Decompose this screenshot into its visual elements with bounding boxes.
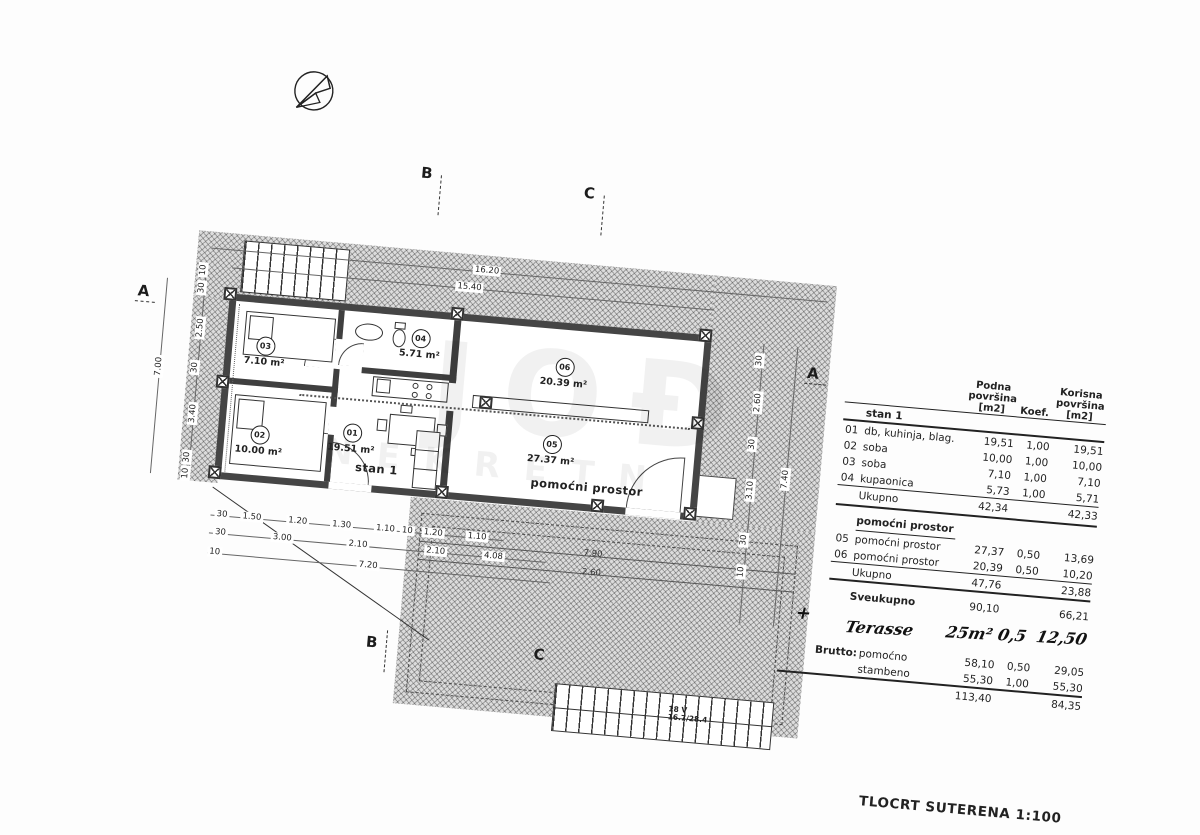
dim-label: 1.10: [465, 530, 489, 543]
row-no: 01: [844, 423, 859, 437]
dim-label: 2.60: [751, 390, 764, 415]
dim-label: 7.40: [779, 467, 792, 492]
column-marker: [698, 328, 713, 343]
kitchen-sink-icon: [375, 378, 391, 394]
handwritten-plus: +: [793, 602, 814, 625]
column-marker: [590, 498, 605, 513]
north-arrow-icon: [288, 63, 339, 121]
dim-label: 1.10: [373, 522, 398, 535]
col-header-podna: Podna površina [m2]: [967, 379, 1018, 416]
dim-label: 30: [189, 359, 201, 376]
room-number: 02: [249, 424, 270, 446]
column-marker: [207, 465, 222, 480]
dim-label: 1.50: [240, 511, 264, 524]
row-no: 06: [833, 548, 848, 562]
section-line-b-top: [437, 175, 442, 216]
dim-label: 30: [214, 508, 230, 521]
exterior-landing: [693, 474, 737, 521]
row-no: 02: [843, 439, 858, 453]
dim-label: 1.20: [285, 515, 310, 528]
dim-label: 7.20: [356, 559, 381, 572]
room-label-03: 03 7.10 m²: [229, 331, 302, 371]
dim-label: 7.00: [152, 354, 165, 379]
column-marker: [450, 306, 465, 321]
dim-terrace-1: 7.90: [583, 548, 603, 560]
room-number: 06: [554, 357, 576, 378]
shelf-icon: [411, 430, 441, 491]
dim-label: 2.10: [423, 545, 448, 558]
handwritten-values: 25m² 0,5: [943, 622, 1029, 646]
section-marker-c-top: C: [583, 183, 596, 203]
dim-label: 2.50: [194, 316, 207, 340]
dim-label: 30: [738, 532, 750, 548]
dim-label: 30: [746, 436, 758, 453]
room-label-02: 02 10.00 m²: [223, 419, 296, 459]
column-marker: [215, 374, 230, 389]
dim-label: 3.00: [270, 531, 295, 544]
section-marker-b-bottom: B: [365, 632, 379, 652]
dim-label: 10: [197, 262, 209, 278]
chair-icon: [400, 404, 413, 414]
handwritten-label: Terasse: [843, 617, 916, 640]
dim-label: 10: [179, 465, 192, 481]
dim-label: 30: [196, 280, 208, 296]
room-number: 05: [541, 434, 563, 455]
dim-label: 10: [206, 546, 223, 558]
dim-label: 3.40: [186, 401, 199, 426]
column-marker: [682, 506, 697, 521]
area-table: Podna površina [m2] Koef. Korisna površi…: [775, 361, 1109, 715]
column-marker: [223, 286, 238, 301]
dim-label: 10: [735, 564, 747, 580]
brutto-total-korisna: 84,35: [1050, 698, 1082, 714]
dim-label: 3.10: [744, 478, 757, 503]
room-label-05: 05 27.37 m²: [515, 429, 588, 469]
total-podna: 47,76: [970, 577, 1002, 592]
section-marker-c-bottom: C: [532, 645, 546, 665]
dim-label: 2.10: [346, 538, 370, 551]
leader-line: [212, 486, 430, 641]
section-marker-a-right: A: [804, 363, 828, 386]
drawing-title: TLOCRT SUTERENA 1:100: [858, 793, 1063, 827]
row-no: 04: [840, 471, 855, 485]
brutto-total-podna: 113,40: [954, 690, 992, 706]
column-marker: [478, 395, 493, 410]
section-marker-a-left: A: [134, 281, 157, 303]
room-number: 04: [410, 328, 431, 349]
dim-label: 30: [753, 352, 766, 369]
col-header-korisna: Korisna površina [m2]: [1055, 387, 1106, 423]
column-marker: [690, 416, 705, 431]
dim-label: 30: [212, 526, 229, 539]
stairs-note: 18 V 16.7/28.4: [667, 704, 708, 725]
room-number: 03: [255, 335, 276, 357]
dim-label: 4.08: [481, 550, 506, 563]
dim-label: 1.20: [421, 526, 446, 539]
room-label-04: 04 5.71 m²: [384, 323, 457, 363]
dim-label: 30: [181, 449, 193, 466]
handwritten-result: 12,50: [1034, 627, 1089, 649]
brutto-label: Brutto:: [814, 643, 858, 660]
column-marker: [434, 485, 449, 500]
dim-terrace-2: 2.60: [581, 567, 602, 579]
row-no: 05: [834, 532, 850, 546]
row-no: 03: [841, 455, 857, 469]
section-line-c-top: [600, 195, 605, 236]
dim-label: 1.30: [329, 518, 354, 531]
total-korisna: 23,88: [1060, 584, 1092, 600]
section-line-b-bottom: [383, 630, 389, 673]
exterior-stairs-top: [240, 240, 351, 302]
dim-label: 10: [399, 525, 416, 537]
room-label-06: 06 20.39 m²: [528, 352, 601, 392]
room-label-01: 01 19.51 m²: [315, 418, 388, 458]
section-marker-b-top: B: [420, 163, 434, 183]
room-number: 01: [341, 422, 363, 444]
